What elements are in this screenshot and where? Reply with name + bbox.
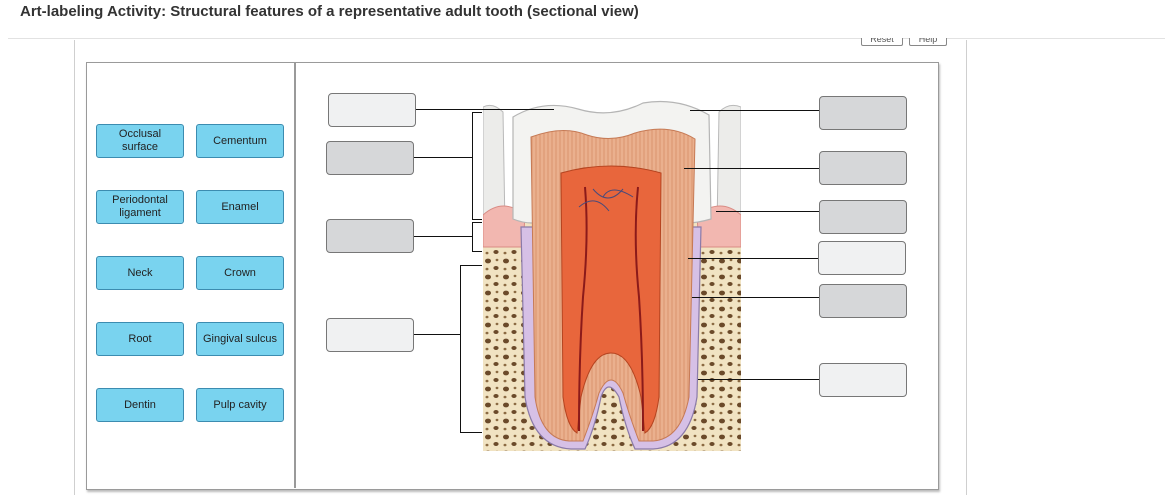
drop-zone-left-2[interactable] — [326, 141, 414, 175]
label-root[interactable]: Root — [96, 322, 184, 356]
drop-zone-right-4[interactable] — [818, 241, 906, 275]
tooth-section-illustration — [483, 100, 741, 451]
drop-zone-right-1[interactable] — [819, 96, 907, 130]
label-pulp-cavity[interactable]: Pulp cavity — [196, 388, 284, 422]
drop-zone-right-5[interactable] — [819, 284, 907, 318]
header-divider — [8, 38, 1165, 39]
drop-zone-left-4[interactable] — [326, 318, 414, 352]
content-right-border — [966, 40, 967, 495]
reset-button[interactable]: Reset — [861, 38, 903, 46]
drop-zone-left-3[interactable] — [326, 219, 414, 253]
label-cementum[interactable]: Cementum — [196, 124, 284, 158]
help-button[interactable]: Help — [909, 38, 947, 46]
drop-zone-right-2[interactable] — [819, 151, 907, 185]
page-title: Art-labeling Activity: Structural featur… — [20, 3, 639, 20]
label-dentin[interactable]: Dentin — [96, 388, 184, 422]
label-neck[interactable]: Neck — [96, 256, 184, 290]
label-occlusal-surface[interactable]: Occlusal surface — [96, 124, 184, 158]
panel-divider — [294, 62, 296, 488]
label-crown[interactable]: Crown — [196, 256, 284, 290]
label-gingival-sulcus[interactable]: Gingival sulcus — [196, 322, 284, 356]
content-left-border — [74, 40, 75, 495]
label-enamel[interactable]: Enamel — [196, 190, 284, 224]
label-periodontal-ligament[interactable]: Periodontal ligament — [96, 190, 184, 224]
drop-zone-right-6[interactable] — [819, 363, 907, 397]
drop-zone-left-1[interactable] — [328, 93, 416, 127]
drop-zone-right-3[interactable] — [819, 200, 907, 234]
